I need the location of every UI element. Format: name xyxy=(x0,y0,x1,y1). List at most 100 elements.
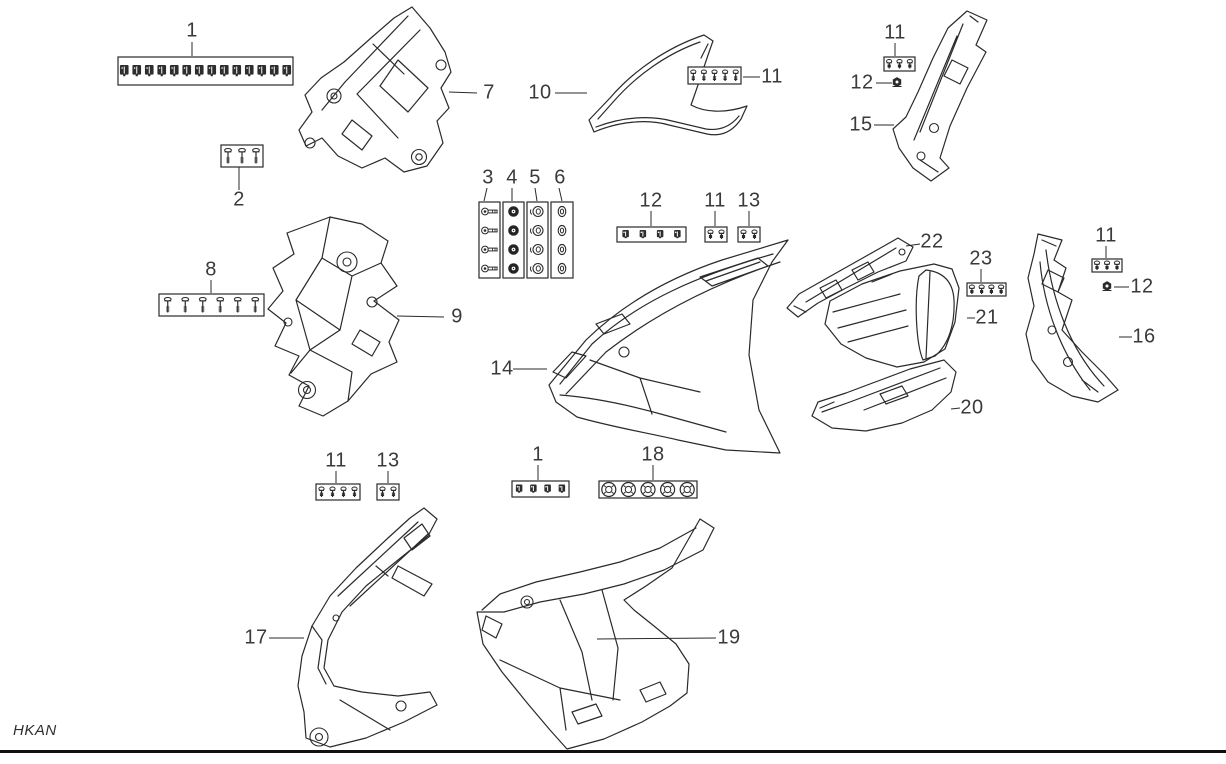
fastener-glyph-screw-small xyxy=(751,229,758,239)
fastener-glyph-ring-grommet xyxy=(601,481,617,498)
fastener-glyph-clip xyxy=(515,484,523,493)
fastener-glyph-clip xyxy=(157,65,167,77)
part-15-right-inner-cover xyxy=(892,10,988,182)
part-20-lower-air-duct xyxy=(811,359,957,432)
fastener-glyph-clip xyxy=(144,65,154,77)
fastener-glyph-bolt-side xyxy=(481,264,498,273)
part-9-main-stay-bracket xyxy=(267,216,400,417)
fastener-glyph-flange-nut xyxy=(1102,281,1112,291)
fastener-glyph-screw xyxy=(198,297,207,313)
fastener-glyph-flange-grommet xyxy=(529,205,544,218)
fastener-glyph-screw-small xyxy=(718,229,725,239)
leader-line xyxy=(950,407,961,410)
fastener-glyph-screw-small xyxy=(329,486,336,497)
fastener-glyph-clip xyxy=(182,65,192,77)
fastener-glyph-screw-small xyxy=(379,486,386,497)
fastener-box-11 xyxy=(1091,258,1123,273)
fastener-box-8 xyxy=(158,293,265,317)
fastener-box-3 xyxy=(478,201,501,279)
part-16-left-inner-cover xyxy=(1025,233,1119,403)
loose-fastener-12 xyxy=(892,77,902,87)
part-21-center-air-duct xyxy=(824,263,960,368)
fastener-glyph-clip xyxy=(674,230,681,239)
fastener-glyph-screw-small xyxy=(732,69,739,81)
fastener-glyph-clip xyxy=(282,65,292,77)
fastener-glyph-screw-small xyxy=(978,284,985,294)
fastener-glyph-clip xyxy=(219,65,229,77)
fastener-glyph-screw xyxy=(163,297,172,313)
fastener-glyph-oval-grommet xyxy=(557,224,567,237)
fastener-box-12 xyxy=(616,226,687,243)
fastener-box-13 xyxy=(376,483,400,501)
fastener-glyph-clip xyxy=(544,484,551,493)
fastener-glyph-wellnut xyxy=(508,263,519,274)
fastener-glyph-screw xyxy=(224,148,232,164)
fastener-glyph-flange-grommet xyxy=(529,224,544,237)
part-17-front-inner-stay xyxy=(297,507,438,748)
fastener-box-11 xyxy=(687,66,742,85)
fastener-box-2 xyxy=(220,144,264,168)
fastener-glyph-bolt-side xyxy=(481,226,498,235)
fastener-box-11 xyxy=(315,483,361,501)
fastener-glyph-screw xyxy=(251,297,260,313)
fastener-glyph-clip xyxy=(622,230,629,239)
fastener-glyph-wellnut xyxy=(508,206,519,217)
fastener-glyph-screw-small xyxy=(707,229,714,239)
part-7-front-stay-bracket xyxy=(298,6,452,173)
fastener-glyph-flange-nut xyxy=(892,77,902,87)
fastener-glyph-oval-grommet xyxy=(557,205,567,218)
leader-line xyxy=(534,187,538,202)
fastener-box-6 xyxy=(550,201,574,279)
fastener-glyph-flange-grommet xyxy=(529,243,544,256)
part-19-headlight-housing xyxy=(476,518,715,750)
fastener-glyph-screw-small xyxy=(968,284,975,294)
fastener-glyph-oval-grommet xyxy=(557,262,567,275)
part-22-upper-duct-bracket xyxy=(786,237,914,318)
fastener-glyph-screw-small xyxy=(690,69,697,81)
fastener-glyph-screw xyxy=(252,148,260,164)
leader-line xyxy=(483,187,488,202)
leader-line xyxy=(905,243,921,247)
fastener-box-1 xyxy=(117,56,294,86)
fastener-glyph-clip xyxy=(558,484,566,493)
fastener-glyph-screw-small xyxy=(722,69,729,81)
fastener-box-1 xyxy=(511,480,570,498)
part-14-front-center-fairing xyxy=(548,239,789,454)
fastener-glyph-screw-small xyxy=(740,229,747,239)
leader-line xyxy=(448,91,478,94)
fastener-glyph-screw-small xyxy=(390,486,397,497)
fastener-glyph-screw xyxy=(181,297,190,313)
fastener-box-13 xyxy=(737,226,761,243)
fastener-glyph-clip xyxy=(639,230,647,239)
fastener-glyph-screw-small xyxy=(896,59,903,69)
leader-lines xyxy=(191,42,1132,640)
fastener-box-5 xyxy=(526,201,549,279)
fastener-glyph-screw-small xyxy=(340,486,347,497)
fastener-glyph-wellnut xyxy=(508,225,519,236)
fastener-glyph-clip xyxy=(656,230,664,239)
fastener-glyph-screw-small xyxy=(988,284,995,294)
fastener-glyph-clip xyxy=(132,65,142,77)
fastener-glyph-screw-small xyxy=(1113,260,1121,270)
fastener-glyph-clip xyxy=(269,65,279,77)
fastener-glyph-oval-grommet xyxy=(557,243,567,256)
leader-line xyxy=(396,315,445,318)
fastener-glyph-clip xyxy=(530,484,537,493)
fastener-box-23 xyxy=(966,282,1007,297)
fastener-glyph-wellnut xyxy=(508,244,519,255)
fastener-glyph-screw xyxy=(216,297,225,313)
fastener-glyph-screw-small xyxy=(886,59,893,69)
fastener-glyph-clip xyxy=(244,65,254,77)
fastener-glyph-screw-small xyxy=(351,486,358,497)
fastener-glyph-clip xyxy=(169,65,179,77)
page-code: HKAN xyxy=(13,722,57,739)
fastener-glyph-screw xyxy=(238,148,246,164)
fastener-glyph-ring-grommet xyxy=(659,481,676,498)
fastener-box-18 xyxy=(598,480,698,499)
part-10-upper-front-cowl xyxy=(588,34,748,136)
bottom-border-line xyxy=(0,750,1226,753)
fastener-glyph-clip xyxy=(232,65,242,77)
fastener-box-11 xyxy=(883,56,916,72)
